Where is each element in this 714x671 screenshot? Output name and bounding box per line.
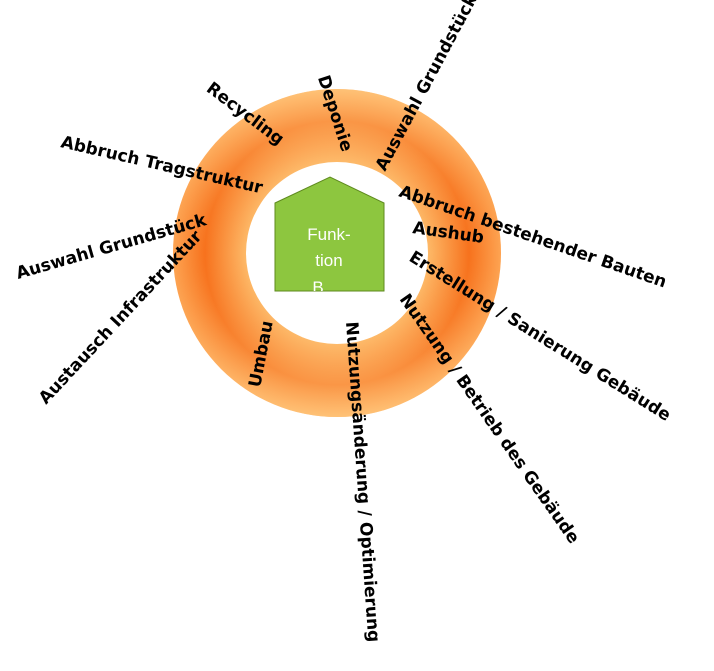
house-label-line-2: tion [315,251,342,270]
house-label-line-3: B [312,278,323,297]
house-icon [274,176,385,292]
phase-label: Nutzung / Betrieb des Gebäude [395,290,583,547]
house-label-line-1: Funk- [307,225,350,244]
